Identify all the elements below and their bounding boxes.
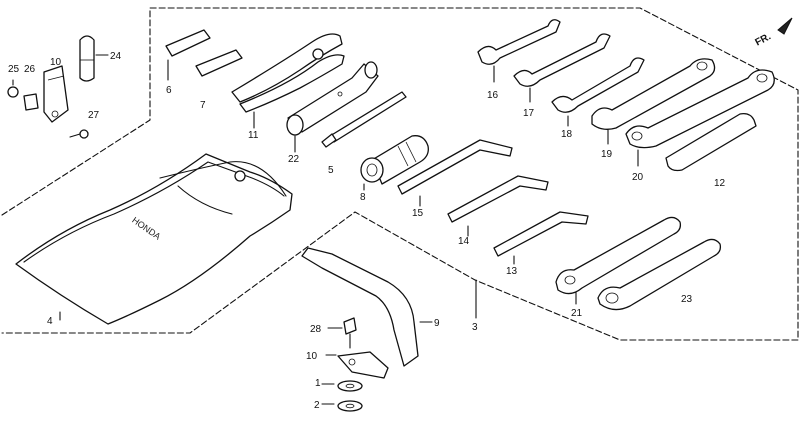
callout-9: 9 bbox=[434, 318, 440, 329]
front-direction-arrow: FR. bbox=[753, 17, 793, 49]
part-17-wrench bbox=[513, 33, 611, 103]
callout-23: 23 bbox=[681, 294, 693, 305]
part-12-sleeve bbox=[665, 112, 757, 172]
part-21-spanner bbox=[555, 216, 682, 305]
callout-10-upper: 10 bbox=[50, 57, 62, 68]
part-28-bolt bbox=[343, 317, 357, 349]
part-5-shaft bbox=[321, 91, 407, 148]
callout-18: 18 bbox=[561, 129, 573, 140]
callout-15: 15 bbox=[412, 208, 424, 219]
callout-1: 1 bbox=[315, 378, 321, 389]
callout-26: 26 bbox=[24, 64, 36, 75]
part-27-screw bbox=[69, 129, 89, 139]
callout-7: 7 bbox=[200, 100, 206, 111]
callout-13: 13 bbox=[506, 266, 518, 277]
callout-5: 5 bbox=[328, 165, 334, 176]
callout-24: 24 bbox=[110, 51, 122, 62]
callout-19: 19 bbox=[601, 149, 613, 160]
part-24-cap bbox=[79, 35, 109, 82]
front-label: FR. bbox=[753, 31, 773, 48]
part-19-box-wrench bbox=[591, 58, 716, 145]
part-14-hex-key bbox=[447, 175, 549, 237]
callout-21: 21 bbox=[571, 308, 583, 319]
callout-16: 16 bbox=[487, 90, 499, 101]
callout-20: 20 bbox=[632, 172, 644, 183]
callout-10-lower: 10 bbox=[306, 351, 318, 362]
callout-8: 8 bbox=[360, 192, 366, 203]
part-1-washer bbox=[337, 380, 363, 392]
callout-numbers: 1 2 3 4 5 6 7 8 9 10 10 11 12 13 14 15 1… bbox=[8, 51, 726, 411]
part-16-wrench bbox=[477, 19, 561, 83]
callout-12: 12 bbox=[714, 178, 726, 189]
group-boundary bbox=[1, 7, 799, 341]
part-11-pliers bbox=[231, 33, 345, 129]
arrow-head-icon bbox=[777, 17, 793, 35]
callout-22: 22 bbox=[288, 154, 300, 165]
callout-28: 28 bbox=[310, 324, 322, 335]
part-6-bit bbox=[165, 29, 211, 81]
callout-11: 11 bbox=[248, 130, 259, 141]
part-23-spanner bbox=[597, 238, 722, 311]
callout-4: 4 bbox=[47, 316, 53, 327]
part-18-wrench bbox=[551, 57, 645, 127]
part-13-hex-key bbox=[493, 211, 589, 265]
part-4-tool-bag: HONDA bbox=[15, 153, 293, 325]
part-20-box-wrench bbox=[625, 69, 775, 167]
part-9-strap bbox=[301, 247, 433, 367]
callout-17: 17 bbox=[523, 108, 535, 119]
callout-3: 3 bbox=[472, 322, 478, 333]
part-10-clip bbox=[43, 65, 69, 123]
part-8-handle bbox=[360, 135, 429, 191]
callout-14: 14 bbox=[458, 236, 470, 247]
callout-6: 6 bbox=[166, 85, 172, 96]
callout-2: 2 bbox=[314, 400, 320, 411]
part-15-hex-key bbox=[397, 139, 513, 207]
part-22-plug-wrench bbox=[286, 61, 379, 153]
part-2-washer bbox=[337, 400, 363, 412]
callout-27: 27 bbox=[88, 110, 100, 121]
callout-25: 25 bbox=[8, 64, 20, 75]
part-10-bracket bbox=[337, 351, 389, 379]
part-25-26-fasteners bbox=[7, 79, 39, 111]
part-7-bit bbox=[195, 49, 243, 77]
